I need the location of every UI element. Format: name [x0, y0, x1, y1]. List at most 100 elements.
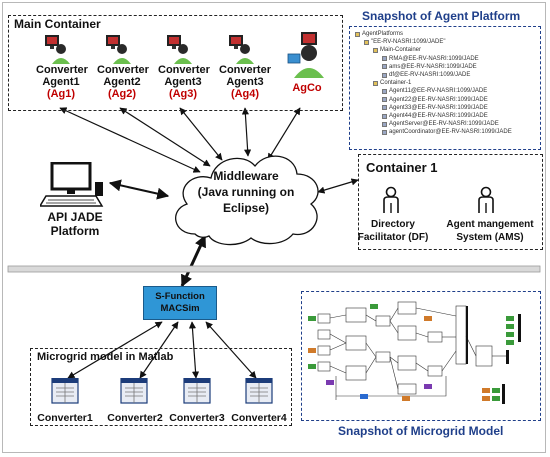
link-api-middleware [108, 179, 170, 200]
agent-ag2: Converter Agent2 (Ag2) [97, 34, 149, 100]
converter3-label: Converter3 [169, 412, 225, 424]
tree-node-label: df@EE-RV-NASRI:1099/JADE [389, 72, 471, 79]
agent-name-line2: Agent1 [42, 76, 80, 88]
agent-platform-tree: AgentPlatforms"EE-RV-NASRI:1099/JADE"Mai… [355, 30, 539, 148]
agent-node-icon [382, 97, 387, 103]
df-label: Directory Facilitator (DF) [355, 218, 431, 244]
tree-node[interactable]: "EE-RV-NASRI:1099/JADE" [355, 38, 539, 46]
middleware-line3: Eclipse) [222, 201, 270, 215]
api-jade-platform: API JADE Platform [40, 162, 120, 238]
sfunction-line1: S-Function [155, 291, 205, 302]
df-line2: Facilitator (DF) [357, 232, 429, 243]
tree-node-label: ams@EE-RV-NASRI:1099/JADE [389, 63, 477, 70]
agent-name-line2: Agent2 [103, 76, 141, 88]
converter4-block [238, 377, 278, 411]
agent-node-icon [382, 121, 387, 127]
middleware-label: Middleware (Java running on Eclipse) [165, 168, 327, 216]
converter2-label: Converter2 [107, 412, 163, 424]
agent-ag1: Converter Agent1 (Ag1) [36, 34, 88, 100]
link-sfunction-conv2 [139, 321, 179, 379]
tree-node-label: Main-Container [380, 47, 422, 54]
agent-ag4: Converter Agent3 (Ag4) [219, 34, 271, 100]
tree-node[interactable]: Container-1 [355, 79, 539, 87]
separator-rail [7, 265, 541, 273]
link-middleware-container1 [317, 178, 359, 194]
link-middleware-sfunction [180, 234, 207, 288]
agent-platform-snapshot-title: Snapshot of Agent Platform [362, 9, 521, 23]
link-agco-middleware [267, 107, 301, 161]
api-label-line2: Platform [50, 224, 100, 238]
agent-name-line1: Converter [97, 64, 149, 76]
microgrid-snapshot-title: Snapshot of Microgrid Model [338, 424, 504, 438]
container1-title: Container 1 [366, 160, 438, 175]
folder-icon [373, 80, 378, 86]
microgrid-matlab-box [30, 348, 292, 426]
tree-node-label: agentCoordinator@EE-RV-NASRI:1099/JADE [389, 129, 512, 136]
tree-node[interactable]: Agent11@EE-RV-NASRI:1099/JADE [355, 87, 539, 95]
ams-label: Agent mangement System (AMS) [440, 218, 540, 244]
sfunction-block: S-Function MACSim [143, 286, 217, 320]
converter4-label: Converter4 [231, 412, 287, 424]
agent-computer-icon [45, 35, 70, 64]
agent-name-line1: Converter [158, 64, 210, 76]
tree-node-label: RMA@EE-RV-NASRI:1099/JADE [389, 55, 479, 62]
agent-computer-icon [106, 35, 131, 64]
agent-id: (Ag4) [230, 88, 260, 100]
link-ag3-middleware [179, 107, 223, 161]
tree-node[interactable]: Main-Container [355, 46, 539, 54]
middleware-line1: Middleware [213, 169, 279, 183]
agent-node-icon [382, 72, 387, 78]
middleware-line2: (Java running on [197, 185, 295, 199]
converter-block-icon [183, 377, 211, 404]
agent-id: AgCo [292, 82, 322, 94]
coordinator-agent-icon [287, 32, 324, 78]
tree-node[interactable]: AgentPlatforms [355, 30, 539, 38]
converter-block-icon [245, 377, 273, 404]
tree-node[interactable]: Agent33@EE-RV-NASRI:1099/JADE [355, 104, 539, 112]
microgrid-matlab-title: Microgrid model in Matlab [37, 351, 174, 363]
ams-line2: System (AMS) [456, 232, 524, 243]
link-ag4-middleware [241, 107, 252, 157]
tree-node-label: Agent44@EE-RV-NASRI:1099/JADE [389, 113, 488, 120]
agent-node-icon [382, 105, 387, 111]
tree-node[interactable]: RMA@EE-RV-NASRI:1099/JADE [355, 55, 539, 63]
converter-block-icon [120, 377, 148, 404]
agent-name-line2: Agent3 [226, 76, 264, 88]
tree-node[interactable]: AgentServer@EE-RV-NASRI:1099/JADE [355, 120, 539, 128]
agent-node-icon [382, 64, 387, 70]
tree-node-label: Agent11@EE-RV-NASRI:1099/JADE [389, 88, 488, 95]
tree-node[interactable]: agentCoordinator@EE-RV-NASRI:1099/JADE [355, 128, 539, 136]
tree-node[interactable]: Agent44@EE-RV-NASRI:1099/JADE [355, 112, 539, 120]
tree-node-label: Container-1 [380, 80, 412, 87]
converter1-label: Converter1 [37, 412, 93, 424]
agent-node-icon [382, 89, 387, 95]
agent-node-icon [382, 130, 387, 136]
agent-name-line1: Converter [219, 64, 271, 76]
agent-name-line1: Converter [36, 64, 88, 76]
agent-computer-icon [229, 35, 254, 64]
converter3-block [176, 377, 216, 411]
tree-node[interactable]: ams@EE-RV-NASRI:1099/JADE [355, 63, 539, 71]
container1-box [358, 154, 543, 250]
microgrid-snapshot-box [301, 291, 541, 421]
converter-block-icon [51, 377, 79, 404]
df-line1: Directory [371, 219, 415, 230]
middleware-cloud-shape [175, 155, 319, 246]
sfunction-line2: MACSim [160, 303, 200, 314]
agent-computer-icon [167, 35, 192, 64]
microgrid-simulink-thumbnail [308, 301, 521, 404]
folder-icon [355, 31, 360, 37]
tree-node[interactable]: df@EE-RV-NASRI:1099/JADE [355, 71, 539, 79]
api-label-line1: API JADE [47, 210, 103, 224]
agent-agco: AgCo [282, 30, 332, 94]
agent-platform-snapshot-box [349, 26, 541, 150]
person-icon-ams [478, 186, 494, 213]
main-container-title: Main Container [14, 17, 101, 31]
folder-icon [364, 39, 369, 45]
tree-node[interactable]: Agent22@EE-RV-NASRI:1099/JADE [355, 96, 539, 104]
tree-node-label: "EE-RV-NASRI:1099/JADE" [371, 39, 446, 46]
link-sfunction-conv4 [205, 321, 257, 379]
ams-line1: Agent mangement [446, 219, 534, 230]
converter1-block [44, 377, 84, 411]
